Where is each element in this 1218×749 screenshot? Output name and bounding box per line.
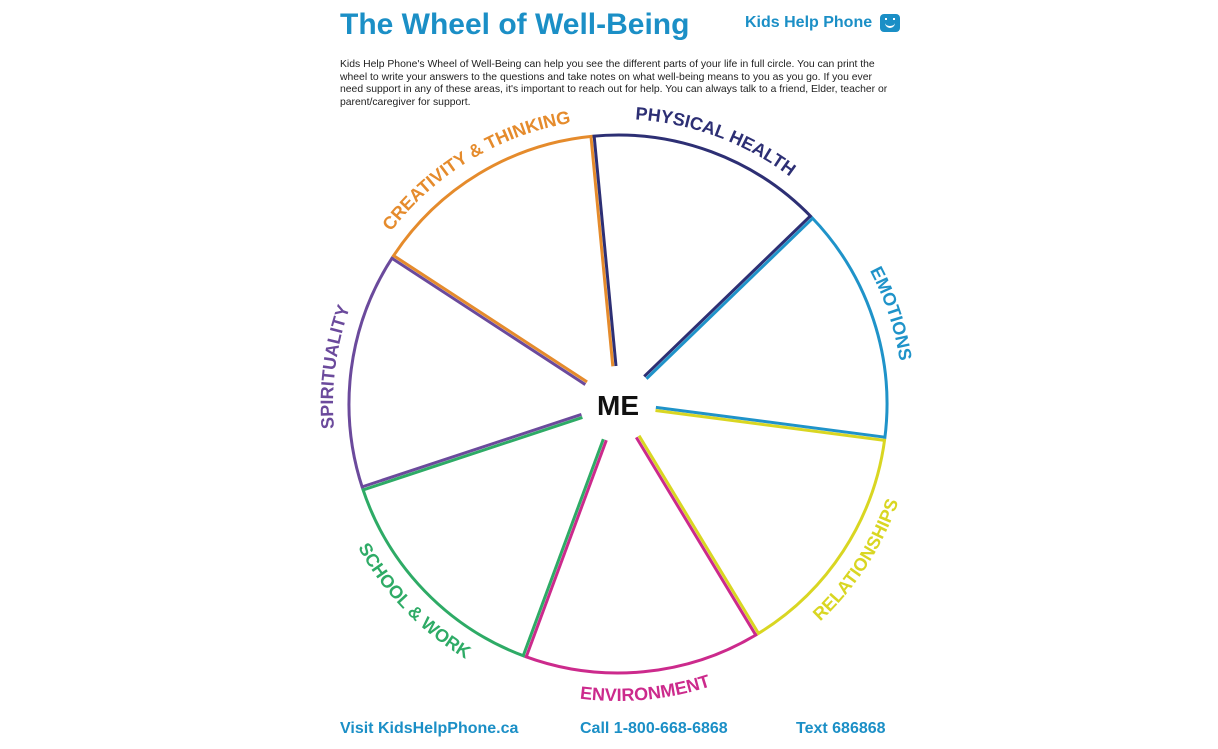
segment-label: SCHOOL & WORK	[354, 539, 474, 662]
text-link[interactable]: Text 686868	[796, 720, 886, 737]
wheel-arcs	[347, 133, 889, 675]
segment-arc	[391, 134, 593, 258]
center-hub	[584, 370, 652, 438]
wheel-dividers	[361, 135, 886, 658]
segment-divider	[645, 217, 814, 380]
segment-divider	[655, 405, 886, 439]
segment-divider	[655, 409, 885, 442]
segment-arc	[756, 438, 887, 636]
center-label: ME	[597, 390, 639, 421]
segment-label: PHYSICAL HEALTH	[635, 104, 800, 180]
segment-divider	[392, 254, 588, 384]
segment-label: ENVIRONMENT	[579, 671, 712, 705]
page-title: The Wheel of Well-Being	[340, 8, 690, 41]
segment-divider	[361, 412, 582, 489]
segment-divider	[362, 416, 583, 492]
segment-arc	[810, 216, 889, 439]
segment-divider	[637, 434, 760, 635]
segment-divider	[521, 438, 605, 657]
segment-label: CREATIVITY & THINKING	[378, 107, 572, 234]
brand-logo[interactable]: Kids Help Phone	[745, 14, 901, 32]
segment-arc	[361, 487, 526, 658]
segment-divider	[524, 439, 608, 658]
segment-arc	[524, 632, 758, 675]
website-link[interactable]: Visit KidsHelpPhone.ca	[340, 720, 519, 737]
segment-divider	[643, 214, 812, 378]
segment-arc	[592, 133, 813, 219]
brand-name: Kids Help Phone	[745, 14, 873, 31]
smiley-chat-icon	[880, 14, 901, 32]
segment-label: RELATIONSHIPS	[809, 496, 902, 625]
segment-divider	[592, 135, 618, 367]
phone-link[interactable]: Call 1-800-668-6868	[580, 720, 728, 737]
segment-divider	[391, 257, 587, 386]
segment-label: EMOTIONS	[866, 263, 915, 362]
segment-arc	[347, 256, 395, 489]
intro-paragraph: Kids Help Phone's Wheel of Well-Being ca…	[340, 59, 888, 108]
segment-divider	[589, 136, 615, 367]
segment-divider	[634, 436, 758, 636]
